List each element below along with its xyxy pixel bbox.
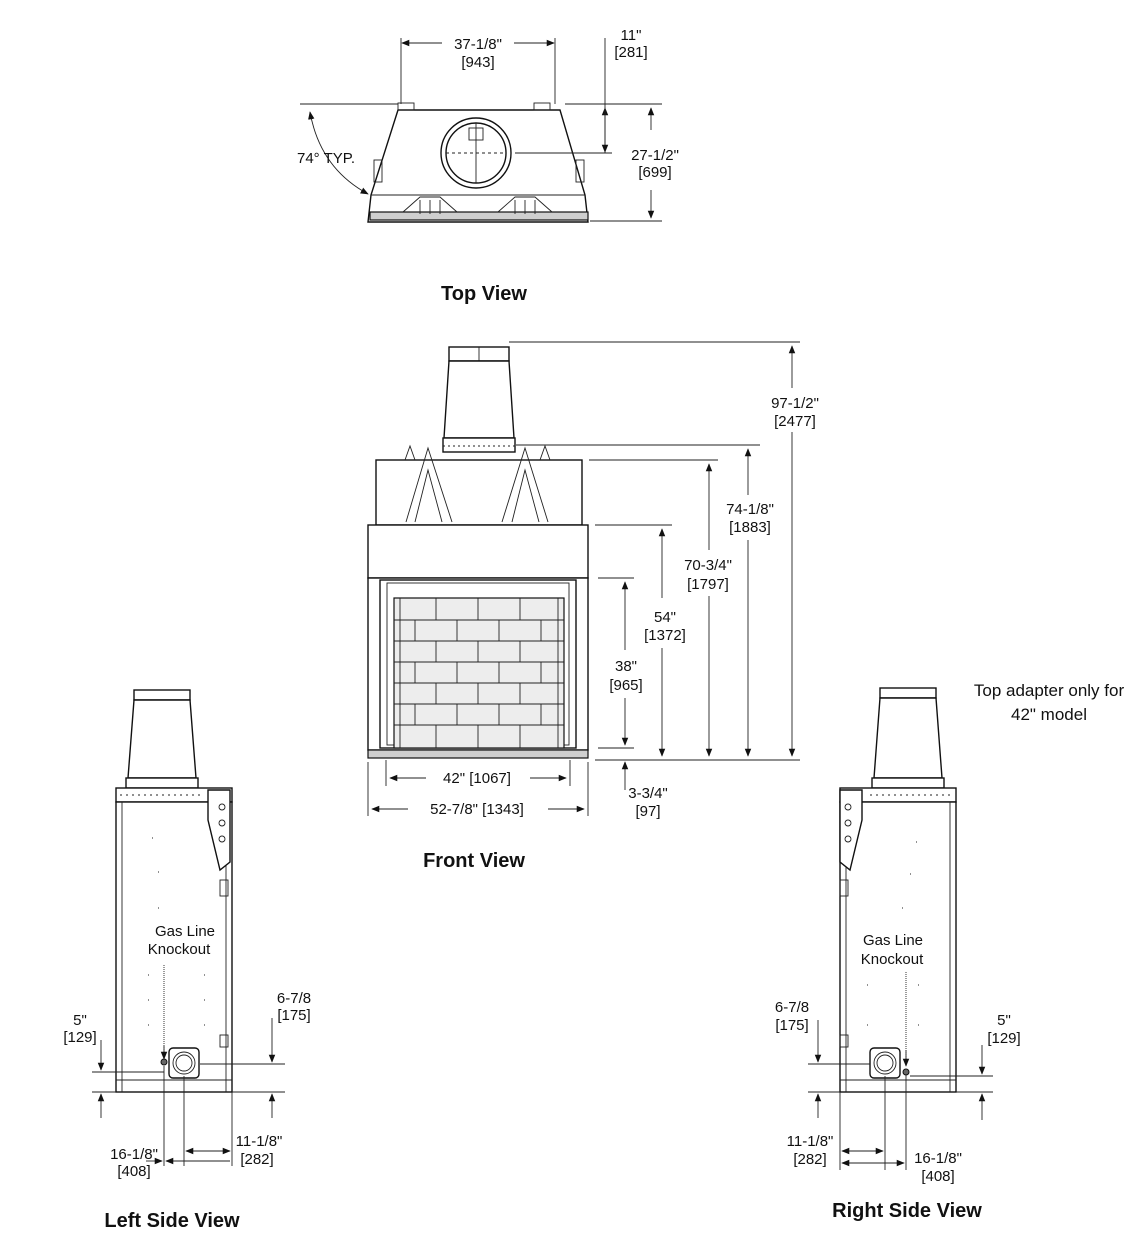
front-adapter-base-dim: 74-1/8"	[726, 501, 774, 518]
right-gas-label-line1: Gas Line	[863, 932, 923, 949]
right-offset-b-dim-mm: [408]	[921, 1168, 954, 1185]
front-top-height-dim-mm: [1797]	[687, 576, 729, 593]
top-flue-offset-dim-mm: [281]	[614, 44, 647, 61]
front-overall-height-dim: 97-1/2"	[771, 395, 819, 412]
left-mount-bracket	[207, 789, 231, 872]
top-right-bracket	[575, 159, 585, 183]
top-flue-offset-dim: 11"	[621, 27, 642, 44]
right-side-view-title: Right Side View	[832, 1200, 982, 1222]
left-gas-knockout	[168, 1047, 200, 1079]
right-gas-label-line2: Knockout	[861, 951, 924, 968]
right-mount-bracket	[839, 789, 863, 872]
front-overall-width-dim: 52-7/8" [1343]	[430, 801, 524, 818]
top-view-title: Top View	[441, 283, 527, 305]
front-top-adapter	[442, 346, 516, 453]
top-depth-dim: 27-1/2"	[631, 147, 679, 164]
front-top-box	[375, 459, 583, 526]
top-right-tab	[533, 102, 551, 111]
front-opening-width-dim: 42" [1067]	[443, 770, 511, 787]
top-view-outline	[367, 109, 589, 223]
right-interior-dots	[867, 841, 919, 1026]
front-brick-panel	[393, 597, 565, 749]
top-hearth-strip	[369, 211, 589, 221]
top-view: 37-1/8" [943] 11" [281] 27-1/2" [699] 74…	[297, 27, 679, 305]
left-offset-a-dim-mm: [408]	[117, 1163, 150, 1180]
left-knockout-height-dim: 6-7/8	[277, 990, 311, 1007]
right-side-body	[839, 801, 957, 1093]
left-gas-line-icon	[160, 1058, 168, 1066]
top-width-dim: 37-1/8"	[454, 36, 502, 53]
left-gas-height-dim-mm: [129]	[63, 1029, 96, 1046]
right-knockout-height-dim: 6-7/8	[775, 999, 809, 1016]
left-interior-dots	[148, 837, 205, 1026]
front-opening-height-dim-mm: [965]	[609, 677, 642, 694]
right-gas-height-dim-mm: [129]	[987, 1030, 1020, 1047]
right-offset-a-dim-mm: [282]	[793, 1151, 826, 1168]
top-flue-collar	[440, 117, 512, 189]
left-offset-a-dim: 16-1/8"	[110, 1146, 158, 1163]
top-angle-dim: 74° TYP.	[297, 150, 355, 167]
front-view: 97-1/2" [2477] 74-1/8" [1883] 70-3/4" [1…	[367, 341, 819, 872]
left-adapter-cap	[133, 689, 191, 701]
adapter-note-line1: Top adapter only for	[974, 681, 1125, 700]
front-opening-height-dim: 38"	[615, 658, 637, 675]
right-knockout-height-dim-mm: [175]	[775, 1017, 808, 1034]
right-adapter-cap	[879, 687, 937, 699]
front-overall-height-dim-mm: [2477]	[774, 413, 816, 430]
top-depth-dim-mm: [699]	[638, 164, 671, 181]
left-offset-b-dim-mm: [282]	[240, 1151, 273, 1168]
left-side-view-title: Left Side View	[104, 1210, 240, 1232]
front-adapter-base-dim-mm: [1883]	[729, 519, 771, 536]
front-hood	[367, 524, 589, 579]
left-side-body	[115, 801, 233, 1093]
adapter-note-line2: 42" model	[1011, 705, 1087, 724]
left-gas-height-dim: 5"	[73, 1012, 87, 1029]
left-knockout-height-dim-mm: [175]	[277, 1007, 310, 1024]
front-view-title: Front View	[423, 850, 525, 872]
front-hearth-dim: 3-3/4"	[628, 785, 668, 802]
left-gas-label-line2: Knockout	[148, 941, 211, 958]
left-side-view: Gas Line Knockout 5" [129] 6-7/8 [175]	[63, 689, 311, 1232]
top-left-bracket	[373, 159, 383, 183]
top-left-tab	[397, 102, 415, 111]
right-offset-b-dim: 16-1/8"	[914, 1150, 962, 1167]
left-offset-b-dim: 11-1/8"	[236, 1133, 283, 1150]
right-offset-a-dim: 11-1/8"	[787, 1133, 834, 1150]
top-right-log-bracket	[497, 196, 553, 214]
front-hearth-dim-mm: [97]	[635, 803, 660, 820]
right-side-view: Gas Line Knockout 6-7/8 [175] 5" [129]	[775, 687, 1021, 1222]
left-gas-label-line1: Gas Line	[155, 923, 215, 940]
right-adapter-body	[873, 697, 943, 779]
top-left-log-bracket	[402, 196, 458, 214]
front-hearth	[367, 749, 589, 759]
front-hood-height-dim-mm: [1372]	[644, 627, 686, 644]
front-left-a-frame	[405, 446, 453, 523]
front-right-a-frame	[501, 446, 549, 523]
left-adapter-body	[127, 699, 197, 779]
right-gas-line-icon	[902, 1068, 910, 1076]
right-gas-height-dim: 5"	[997, 1012, 1011, 1029]
right-gas-knockout	[869, 1047, 901, 1079]
front-top-height-dim: 70-3/4"	[684, 557, 732, 574]
front-hood-height-dim: 54"	[654, 609, 676, 626]
top-width-dim-mm: [943]	[461, 54, 494, 71]
